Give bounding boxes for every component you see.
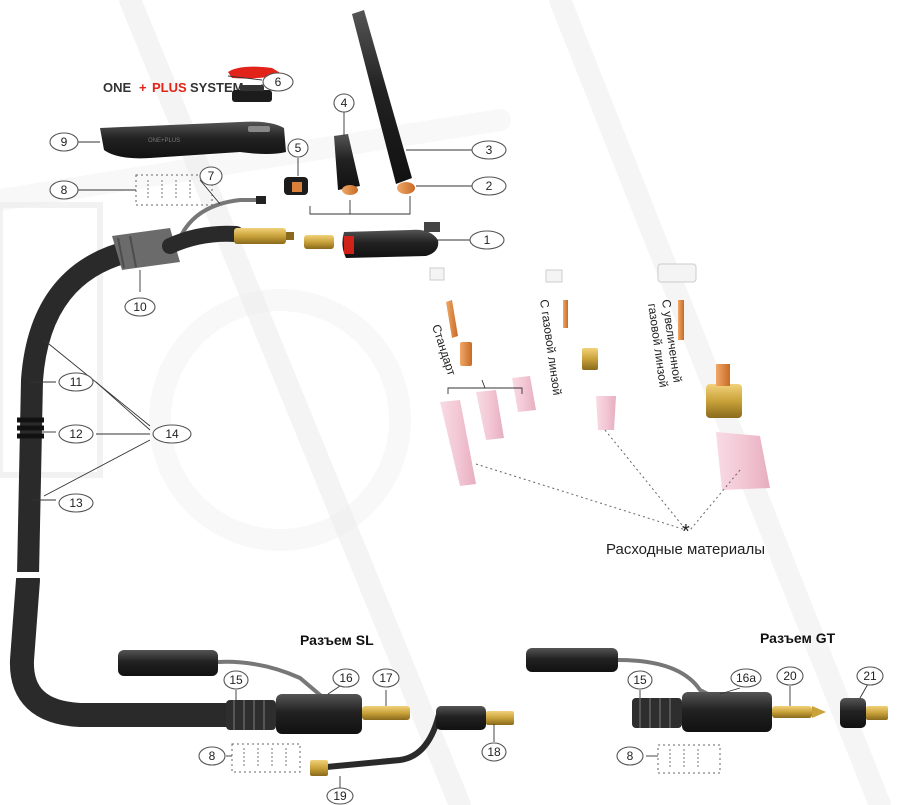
callout-18: 18 — [481, 742, 507, 762]
part-switch-lead — [178, 198, 262, 239]
svg-text:2: 2 — [486, 179, 493, 193]
system-label-one: ONE — [103, 80, 132, 95]
svg-text:ONE+PLUS: ONE+PLUS — [148, 138, 180, 144]
callout-7: 7 — [199, 166, 223, 186]
system-label-plus: PLUS — [152, 80, 187, 95]
callout-16: 16 — [332, 668, 360, 688]
connector-sl-title: Разъем SL — [300, 632, 374, 648]
callout-15a: 15 — [223, 670, 249, 690]
callout-9: 9 — [49, 132, 79, 152]
callouts: 1 2 3 4 5 6 7 8 9 10 11 12 13 14 15 16 1… — [49, 72, 884, 805]
svg-text:3: 3 — [486, 143, 493, 157]
svg-text:5: 5 — [295, 141, 302, 155]
part-nozzle-std-long — [440, 400, 476, 486]
part-collet-body-std — [460, 342, 472, 366]
part-gt-adapter — [840, 698, 866, 728]
callout-19: 19 — [326, 787, 354, 805]
callout-20: 20 — [776, 666, 804, 686]
part-brass-nipple — [304, 235, 334, 249]
callout-13: 13 — [58, 493, 94, 513]
part-brass-pin-gt — [772, 706, 812, 718]
svg-text:11: 11 — [70, 375, 83, 389]
svg-text:15: 15 — [633, 673, 647, 687]
part-handle — [100, 121, 286, 159]
part-dashed-box-8b — [231, 743, 301, 773]
system-label-system: SYSTEM — [190, 80, 243, 95]
svg-text:8: 8 — [627, 749, 634, 763]
svg-text:9: 9 — [61, 135, 68, 149]
svg-text:1: 1 — [484, 233, 491, 247]
callout-6: 6 — [262, 72, 294, 92]
callout-5: 5 — [287, 138, 309, 158]
svg-text:10: 10 — [133, 300, 147, 314]
callout-14: 14 — [152, 424, 192, 444]
part-nozzle-std-short — [512, 376, 536, 412]
callout-8c: 8 — [616, 746, 644, 766]
svg-text:6: 6 — [275, 75, 282, 89]
part-collet-ring — [397, 182, 415, 194]
part-control-plug-sl — [118, 650, 218, 676]
cable-rings — [17, 417, 44, 439]
part-back-cap-short — [334, 134, 360, 190]
svg-text:8: 8 — [61, 183, 68, 197]
part-back-cap-long — [352, 10, 412, 184]
system-label-plus-sign: + — [139, 80, 147, 95]
callout-16a: 16a — [730, 668, 762, 688]
label-gas-lens: С газовой линзой — [537, 298, 564, 396]
consumables-asterisk: * — [682, 521, 690, 543]
part-adapter-fitting — [310, 760, 328, 776]
callout-8a: 8 — [49, 180, 79, 200]
svg-text:16a: 16a — [736, 671, 756, 685]
callout-12: 12 — [58, 424, 94, 444]
part-nozzle-std-mid — [476, 390, 504, 440]
svg-text:17: 17 — [379, 671, 393, 685]
svg-text:13: 13 — [69, 496, 83, 510]
callout-3: 3 — [471, 140, 507, 160]
part-rubber-sleeve — [112, 228, 180, 270]
main-cable — [17, 239, 146, 586]
callout-1: 1 — [469, 230, 505, 250]
callout-2: 2 — [471, 176, 507, 196]
connector-gt-title: Разъем GT — [760, 630, 836, 646]
consumables-label: Расходные материалы — [606, 541, 765, 558]
callout-10: 10 — [124, 297, 156, 317]
part-nozzle-gas-lens — [596, 396, 616, 430]
svg-text:19: 19 — [333, 789, 347, 803]
callout-17: 17 — [372, 668, 400, 688]
callout-8b: 8 — [198, 746, 226, 766]
svg-text:20: 20 — [783, 669, 797, 683]
svg-text:18: 18 — [487, 745, 501, 759]
part-connector-body-gt — [682, 692, 772, 732]
part-dashed-box-8c — [657, 744, 721, 774]
svg-text:21: 21 — [863, 669, 877, 683]
svg-text:14: 14 — [165, 427, 179, 441]
callout-4: 4 — [333, 93, 355, 113]
part-large-gas-lens — [706, 384, 742, 418]
leader-lines — [30, 75, 869, 788]
svg-text:15: 15 — [229, 673, 243, 687]
part-adapter-body — [436, 706, 486, 730]
callout-21: 21 — [856, 666, 884, 686]
svg-text:7: 7 — [208, 169, 215, 183]
part-nozzle-large — [716, 432, 770, 490]
svg-text:8: 8 — [209, 749, 216, 763]
part-gas-lens — [582, 348, 598, 370]
part-torch-head — [342, 229, 439, 258]
callout-11: 11 — [58, 372, 94, 392]
svg-text:4: 4 — [341, 96, 348, 110]
part-control-plug-gt — [526, 648, 618, 672]
part-black-clip — [232, 90, 272, 102]
part-connector-body-sl — [276, 694, 362, 734]
svg-text:16: 16 — [339, 671, 353, 685]
svg-text:12: 12 — [69, 427, 83, 441]
part-brass-fitting — [234, 228, 286, 244]
part-brass-pin-sl — [362, 706, 410, 720]
callout-15b: 15 — [627, 670, 653, 690]
